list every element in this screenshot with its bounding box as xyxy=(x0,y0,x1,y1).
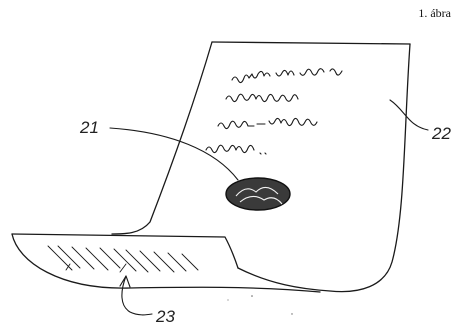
label-22: 22 xyxy=(431,124,451,143)
marker-blob-icon xyxy=(225,177,291,211)
leader-21 xyxy=(109,127,239,181)
hatched-area-icon xyxy=(47,245,199,273)
sheet-icon xyxy=(11,41,411,315)
label-21: 21 xyxy=(79,118,99,137)
label-23: 23 xyxy=(155,307,175,326)
leader-lines xyxy=(109,99,429,316)
leader-23 xyxy=(121,275,153,316)
handwriting-icon xyxy=(205,68,343,155)
leader-22 xyxy=(389,99,429,131)
figure-title: 1. ábra xyxy=(418,6,451,20)
